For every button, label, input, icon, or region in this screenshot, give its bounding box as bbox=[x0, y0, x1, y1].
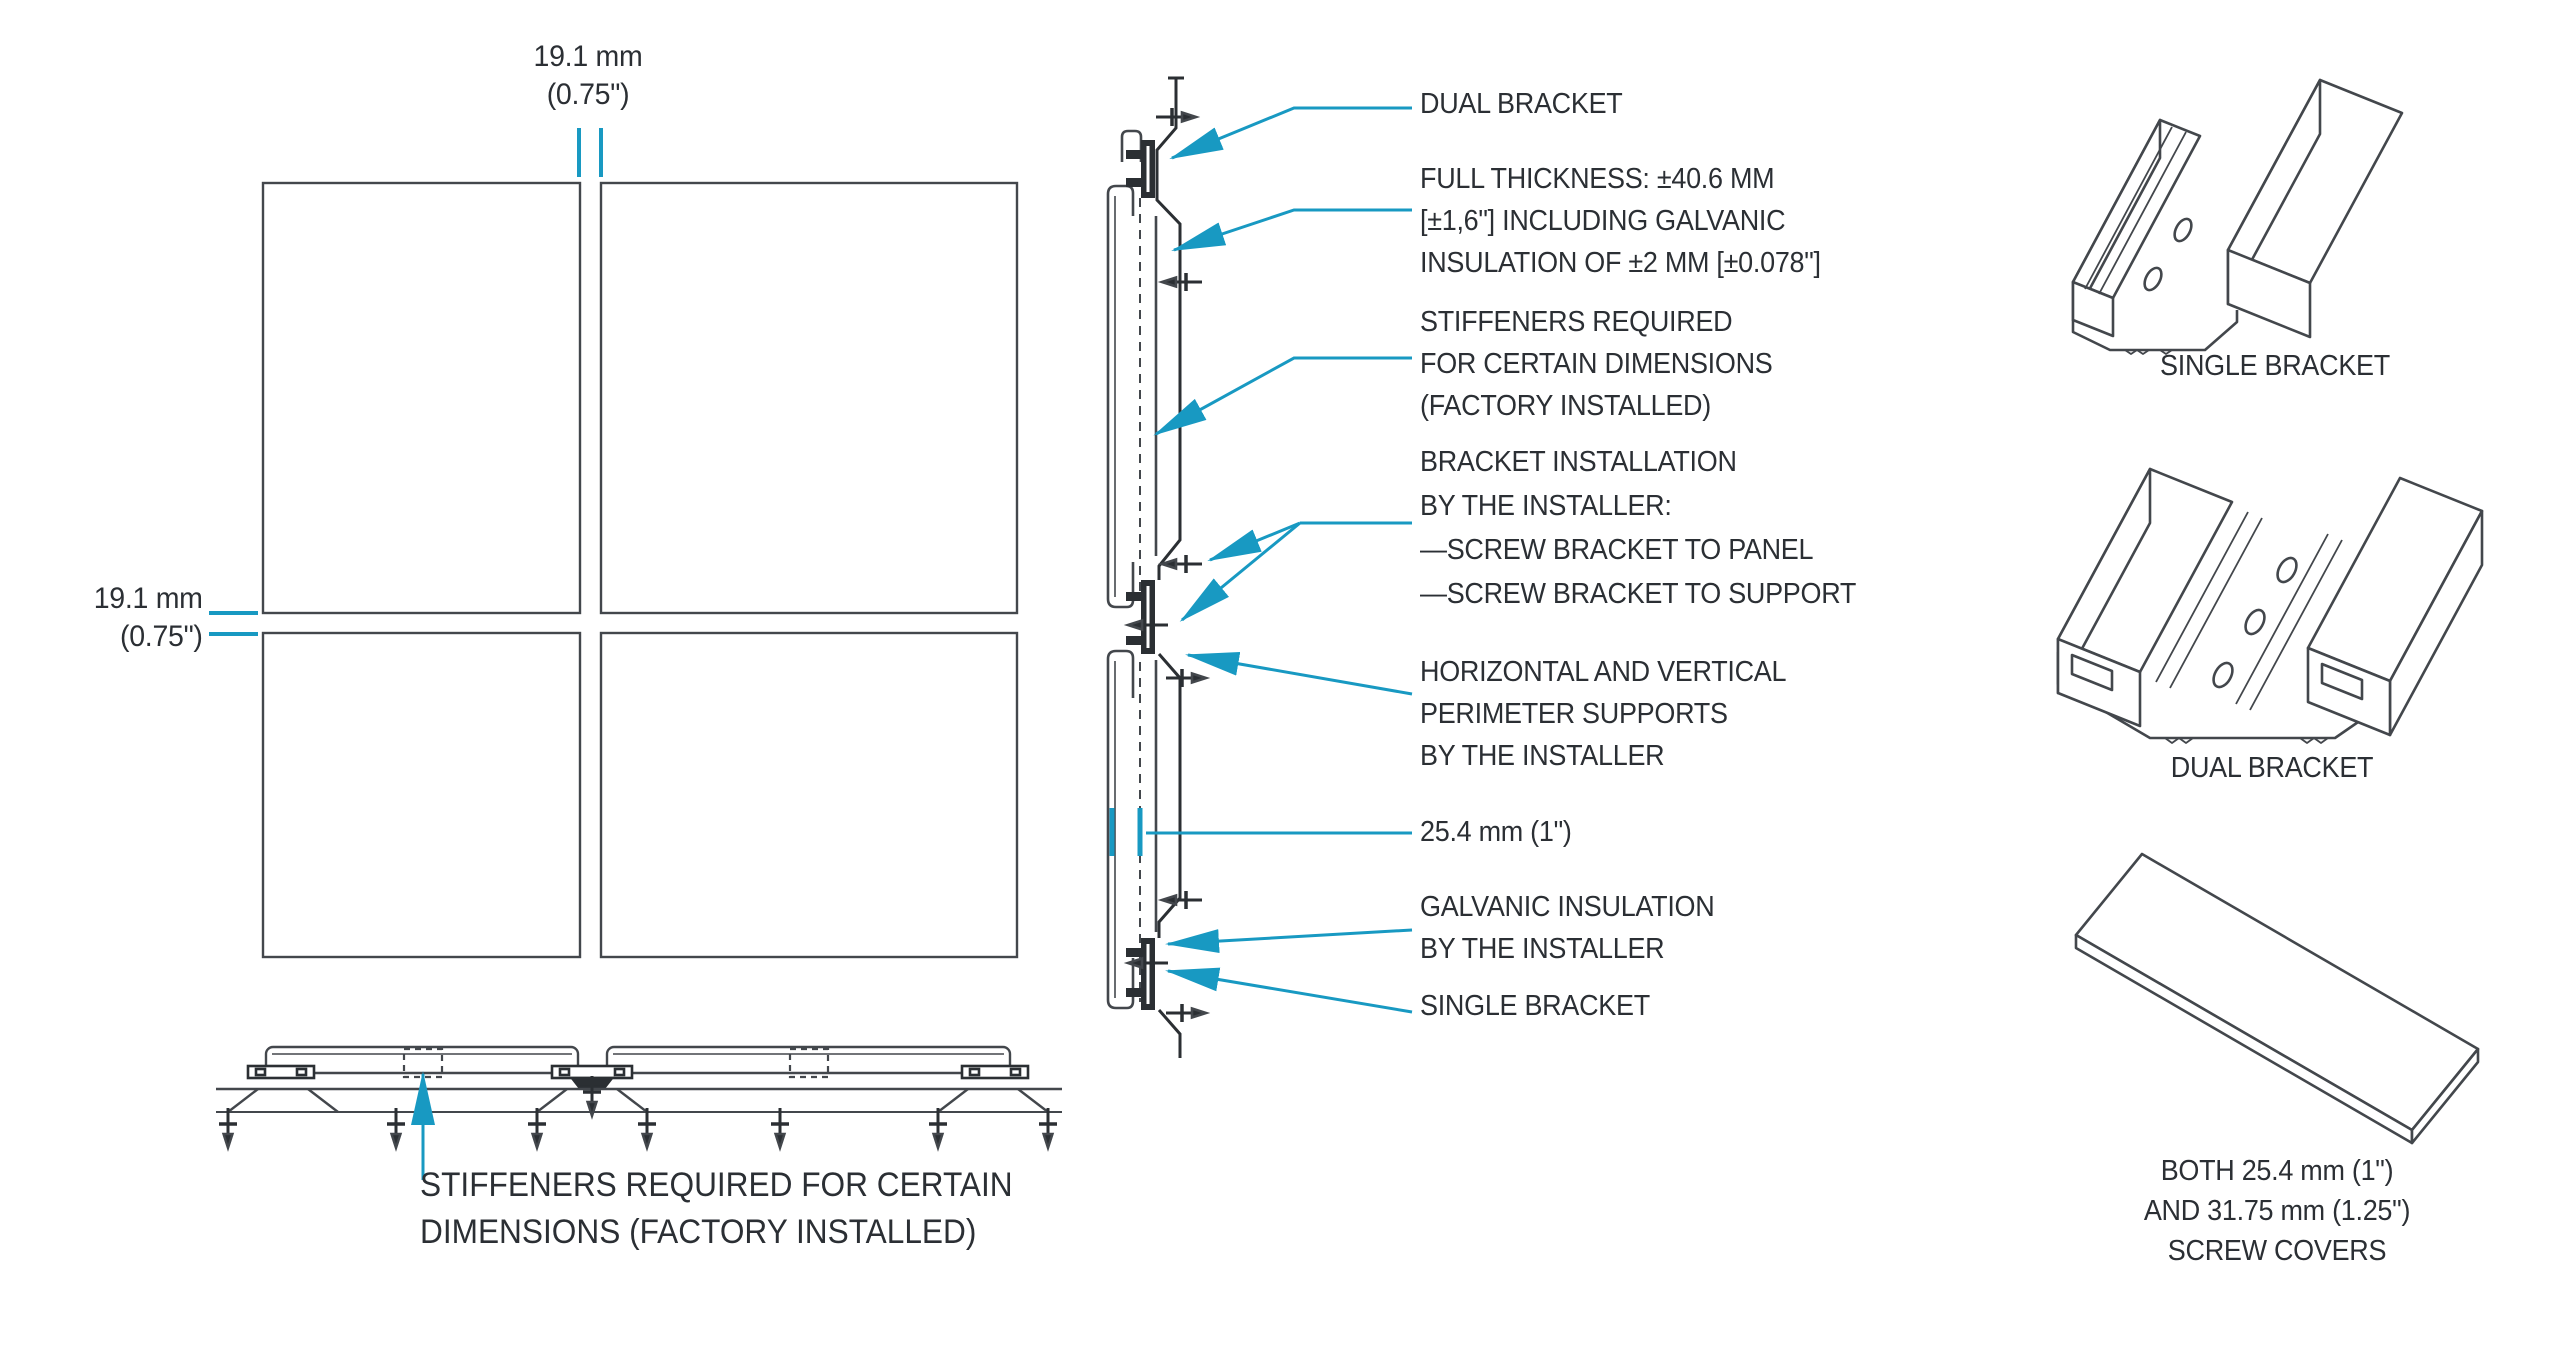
dimension-text: 19.1 mm bbox=[94, 582, 203, 615]
tray-profile bbox=[605, 1045, 1012, 1075]
seam-hook bbox=[1120, 129, 1143, 162]
panel-skin bbox=[1106, 184, 1135, 609]
callout-line: (FACTORY INSTALLED) bbox=[1420, 390, 1711, 422]
callout-galvanic-insulation: GALVANIC INSULATION BY THE INSTALLER bbox=[1420, 886, 1715, 970]
callout-line: INSULATION OF ±2 MM [±0.078"] bbox=[1420, 247, 1821, 279]
dimension-text: (0.75") bbox=[546, 78, 630, 111]
leader-bracket-install-b bbox=[1179, 521, 1301, 622]
figure-label-line: SINGLE BRACKET bbox=[2160, 350, 2390, 382]
single-bracket-figure-label: SINGLE BRACKET bbox=[2043, 346, 2508, 386]
callout-line: FULL THICKNESS: ±40.6 MM bbox=[1420, 163, 1775, 195]
callout-gap-dimension: 25.4 mm (1") bbox=[1420, 811, 1572, 853]
dimension-ticks bbox=[209, 128, 603, 636]
section-screws bbox=[1126, 106, 1208, 1024]
dual-bracket-figure-label: DUAL BRACKET bbox=[2040, 748, 2505, 788]
screw-domes bbox=[2143, 217, 2193, 292]
leader-full-thickness bbox=[1171, 208, 1412, 252]
callout-line: —SCREW BRACKET TO SUPPORT bbox=[1420, 578, 1857, 610]
callout-stiffeners: STIFFENERS REQUIRED FOR CERTAIN DIMENSIO… bbox=[1420, 301, 1773, 427]
callout-line: —SCREW BRACKET TO PANEL bbox=[1420, 534, 1814, 566]
callout-bracket-installation: BRACKET INSTALLATION BY THE INSTALLER: —… bbox=[1420, 440, 1856, 616]
dimension-text: (0.75") bbox=[120, 620, 203, 653]
callout-line: 25.4 mm (1") bbox=[1420, 816, 1572, 848]
callout-line: GALVANIC INSULATION bbox=[1420, 891, 1715, 923]
callout-perimeter-supports: HORIZONTAL AND VERTICAL PERIMETER SUPPOR… bbox=[1420, 651, 1787, 777]
panel-rect bbox=[599, 181, 1019, 615]
screw-domes bbox=[2212, 556, 2298, 689]
callout-line: BY THE INSTALLER bbox=[1420, 740, 1665, 772]
leader-bracket-install-a bbox=[1207, 521, 1301, 562]
screw-covers-figure-label: BOTH 25.4 mm (1") AND 31.75 mm (1.25") S… bbox=[2045, 1151, 2510, 1271]
callout-line: BRACKET INSTALLATION bbox=[1420, 446, 1737, 478]
screw-cover-illustration bbox=[2074, 852, 2480, 1145]
note-line: STIFFENERS REQUIRED FOR CERTAIN bbox=[420, 1166, 1013, 1204]
callout-single-bracket: SINGLE BRACKET bbox=[1420, 985, 1650, 1027]
figure-label-line: SCREW COVERS bbox=[2167, 1235, 2387, 1267]
depth-dimension-bars bbox=[1109, 808, 1143, 856]
top-gap-dimension: 19.1 mm (0.75") bbox=[446, 38, 731, 114]
figure-label-line: AND 31.75 mm (1.25") bbox=[2143, 1195, 2411, 1227]
leader-single-bracket bbox=[1165, 967, 1413, 1014]
callout-line: DUAL BRACKET bbox=[1420, 88, 1623, 120]
leader-dual-bracket bbox=[1169, 106, 1412, 160]
leader-galvanic bbox=[1165, 928, 1413, 954]
callout-line: PERIMETER SUPPORTS bbox=[1420, 698, 1728, 730]
panel-rect bbox=[261, 181, 582, 615]
callout-line: BY THE INSTALLER bbox=[1420, 933, 1665, 965]
callout-line: BY THE INSTALLER: bbox=[1420, 490, 1672, 522]
callout-line: FOR CERTAIN DIMENSIONS bbox=[1420, 348, 1773, 380]
figure-label-line: DUAL BRACKET bbox=[2170, 752, 2374, 784]
panel-grid bbox=[261, 181, 1019, 959]
leader-perimeter-supports bbox=[1185, 651, 1413, 696]
callout-line: STIFFENERS REQUIRED bbox=[1420, 306, 1733, 338]
panel-rect bbox=[599, 631, 1019, 959]
dual-bracket-illustration bbox=[2056, 467, 2484, 744]
figure-label-line: BOTH 25.4 mm (1") bbox=[2160, 1155, 2394, 1187]
callout-line: [±1,6"] INCLUDING GALVANIC bbox=[1420, 205, 1786, 237]
bottom-stiffeners-note: STIFFENERS REQUIRED FOR CERTAIN DIMENSIO… bbox=[420, 1162, 1013, 1256]
left-gap-dimension: 19.1 mm (0.75") bbox=[94, 580, 203, 656]
single-bracket-illustration bbox=[2071, 78, 2404, 355]
callout-dual-bracket: DUAL BRACKET bbox=[1420, 83, 1623, 125]
panel-skin bbox=[1106, 649, 1135, 1010]
dimension-text: 19.1 mm bbox=[533, 40, 643, 73]
note-line: DIMENSIONS (FACTORY INSTALLED) bbox=[420, 1213, 977, 1251]
callout-line: HORIZONTAL AND VERTICAL bbox=[1420, 656, 1787, 688]
callout-line: SINGLE BRACKET bbox=[1420, 990, 1650, 1022]
panel-rect bbox=[261, 631, 582, 959]
leader-stiffeners bbox=[1153, 356, 1412, 436]
callout-leaders bbox=[411, 106, 1413, 1180]
hat-channels bbox=[227, 1088, 1049, 1113]
vertical-section-drawing bbox=[1106, 76, 1208, 1058]
bottom-section-drawing bbox=[216, 1045, 1062, 1150]
callout-full-thickness: FULL THICKNESS: ±40.6 MM [±1,6"] INCLUDI… bbox=[1420, 158, 1821, 284]
